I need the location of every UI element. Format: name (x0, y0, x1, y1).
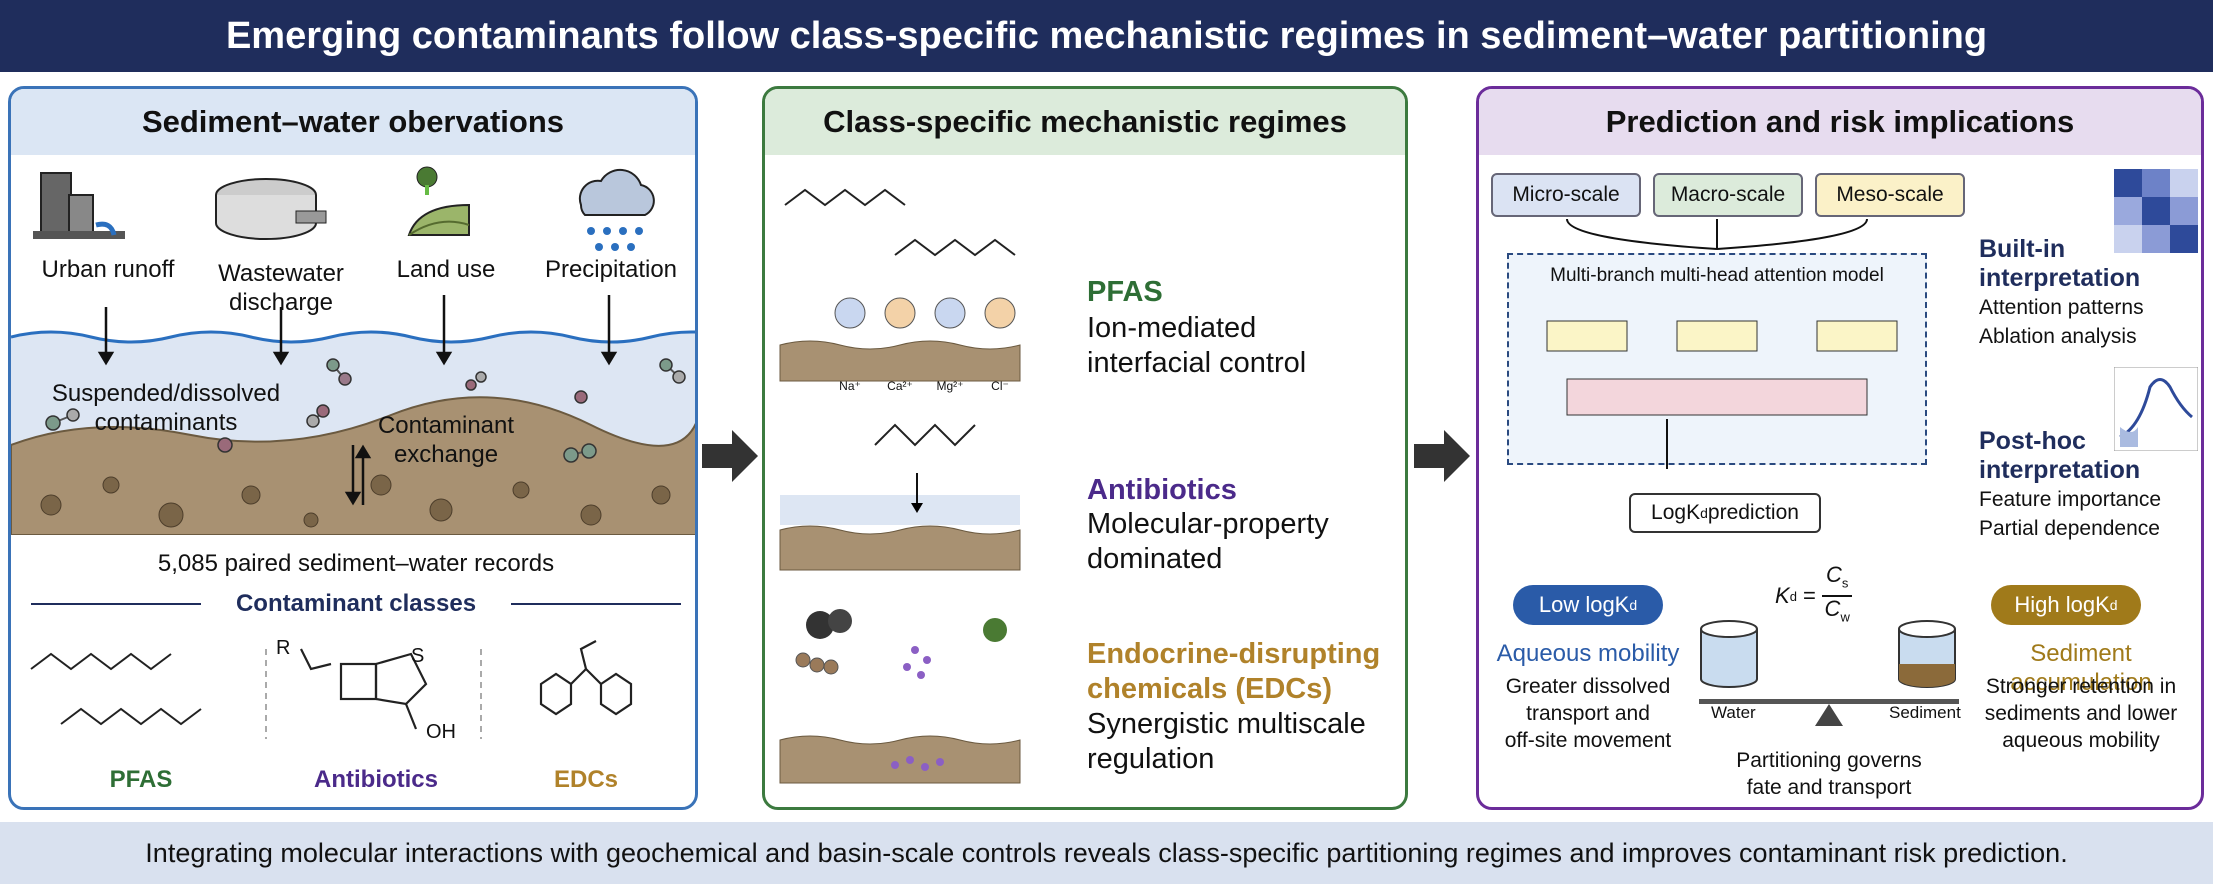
sediment-desc: Stronger retention in sediments and lowe… (1984, 675, 2178, 752)
edc-illustration (779, 609, 1021, 784)
sediment-accumulation: Sediment accumulation (2010, 640, 2152, 696)
classes-divider-left (31, 603, 201, 605)
scale-micro: Micro-scale (1491, 173, 1641, 217)
arrow-right-2 (1414, 430, 1470, 482)
heatmap-icon (2114, 169, 2198, 253)
pfas-structure (30, 652, 202, 726)
aqueous-desc: Greater dissolved transport and off-site… (1504, 675, 1672, 752)
regime-pfas-desc: Ion-mediated interfacial control (1087, 312, 1307, 379)
sediment-label: Sediment (1889, 703, 1961, 722)
balance-scale (1699, 620, 1959, 726)
dependence-plot-icon (2114, 367, 2198, 451)
regime-antibiotics-name: Antibiotics (1087, 474, 1237, 506)
source-wastewater: Wastewater discharge (218, 260, 344, 316)
rain-cloud-icon (578, 168, 655, 251)
panel-regimes: Class-specific mechanistic regimes Na⁺ C… (762, 86, 1408, 810)
water-label: Water (1711, 703, 1756, 722)
regime-pfas-name: PFAS (1087, 276, 1163, 308)
footer-summary: Integrating molecular interactions with … (0, 822, 2213, 884)
classes-title: Contaminant classes (235, 590, 477, 617)
partition-caption: Partitioning governs fate and transport (1736, 749, 1922, 799)
source-precipitation: Precipitation (544, 256, 678, 283)
source-land-use: Land use (396, 256, 496, 283)
class-antibiotics: Antibiotics (314, 766, 438, 793)
ion-cl: Cl⁻ (991, 379, 1009, 393)
ion-mg: Mg²⁺ (936, 379, 964, 393)
model-title: Multi-branch multi-head attention model (1550, 265, 1884, 286)
panel-prediction-header: Prediction and risk implications (1479, 89, 2201, 155)
antibiotic-structure (300, 648, 428, 730)
suspended-label: Suspended/dissolved contaminants (51, 380, 281, 436)
edc-structure (539, 640, 633, 716)
records-label: 5,085 paired sediment–water records (157, 550, 555, 577)
arrow-right-1 (702, 430, 758, 482)
panel-prediction: Prediction and risk implications Micro-s… (1476, 86, 2204, 810)
scale-macro: Macro-scale (1653, 173, 1803, 217)
mol-s-label: S (411, 645, 425, 667)
panel-observations-header: Sediment–water obervations (11, 89, 695, 155)
mol-r-label: R (276, 637, 291, 659)
antibiotic-illustration (779, 423, 1021, 571)
regime-edcs-name: Endocrine-disrupting chemicals (EDCs) (1087, 638, 1381, 705)
title-banner: Emerging contaminants follow class-speci… (0, 0, 2213, 72)
panel-observations: Sediment–water obervations (8, 86, 698, 810)
river-scene (11, 166, 695, 535)
model-diagram (1546, 219, 1898, 469)
pfas-illustration (779, 188, 1021, 382)
regime-antibiotics-desc: Molecular-property dominated (1087, 508, 1329, 575)
panel-regimes-header: Class-specific mechanistic regimes (765, 89, 1405, 155)
treatment-tank-icon (215, 178, 327, 240)
classes-divider-right (511, 603, 681, 605)
regime-illustrations (779, 188, 1021, 784)
class-structures (30, 640, 633, 739)
building-icon (33, 172, 125, 239)
scale-meso: Meso-scale (1815, 173, 1965, 217)
builtin-title: Built-in interpretation (1979, 235, 2141, 292)
ion-na: Na⁺ (839, 379, 861, 393)
aqueous-mobility: Aqueous mobility (1496, 640, 1680, 667)
class-pfas: PFAS (109, 766, 173, 793)
attention-model-box (1507, 253, 1927, 465)
mol-oh-label: OH (426, 721, 456, 743)
exchange-label: Contaminant exchange (377, 412, 515, 468)
page-title: Emerging contaminants follow class-speci… (225, 14, 1988, 57)
builtin-items: Attention patterns Ablation analysis (1979, 296, 2144, 348)
regime-edcs-desc: Synergistic multiscale regulation (1087, 708, 1366, 775)
field-icon (407, 166, 470, 236)
ion-ca: Ca²⁺ (887, 379, 913, 393)
class-edcs: EDCs (553, 766, 619, 793)
posthoc-title: Post-hoc interpretation (1979, 427, 2141, 484)
source-urban-runoff: Urban runoff (41, 256, 175, 283)
posthoc-items: Feature importance Partial dependence (1979, 488, 2162, 540)
